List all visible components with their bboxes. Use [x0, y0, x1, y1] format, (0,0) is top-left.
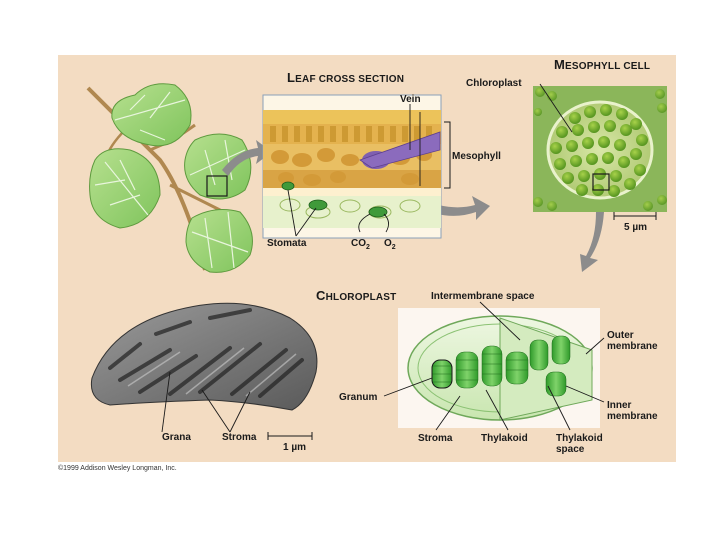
label-mesophyll: Mesophyll: [452, 151, 501, 162]
label-outer-membrane-line2: membrane: [607, 341, 658, 352]
label-inner-membrane: Inner membrane: [607, 400, 658, 422]
label-thylakoid-space-line2: space: [556, 444, 585, 455]
label-o2-subscript: 2: [391, 244, 396, 251]
label-scale-micrograph: 1 µm: [283, 442, 306, 453]
label-stomata: Stomata: [267, 238, 307, 249]
title-chloro-rest: HLOROPLAST: [325, 292, 397, 303]
label-granum: Granum: [339, 392, 378, 403]
label-inner-membrane-line1: Inner: [607, 400, 632, 411]
title-meso-initial: M: [554, 57, 566, 72]
copyright-notice: ©1999 Addison Wesley Longman, Inc.: [58, 465, 177, 472]
label-vein: Vein: [400, 94, 421, 105]
chloroplast-cutaway-illustration: [383, 301, 605, 431]
leaf-cross-section: [262, 94, 451, 239]
title-leaf-rest: EAF CROSS SECTION: [295, 74, 405, 85]
mesophyll-cell-micrograph: [533, 83, 667, 220]
label-stroma: Stroma: [418, 433, 453, 444]
label-co2: CO2: [351, 238, 370, 253]
label-intermembrane-space: Intermembrane space: [431, 291, 535, 302]
label-thylakoid: Thylakoid: [481, 433, 528, 444]
label-thylakoid-space-line1: Thylakoid: [556, 433, 603, 444]
label-chloroplast: Chloroplast: [466, 78, 522, 89]
title-leaf-initial: L: [287, 70, 296, 85]
title-leaf-cross-section: LEAF CROSS SECTION: [287, 70, 404, 85]
title-chloroplast: CHLOROPLAST: [316, 288, 396, 303]
label-grana: Grana: [162, 432, 191, 443]
label-o2-text: O: [384, 238, 392, 249]
label-thylakoid-space: Thylakoid space: [556, 433, 603, 455]
leaf-branch: [86, 83, 253, 273]
title-meso-rest: ESOPHYLL CELL: [565, 61, 651, 72]
chloroplast-electron-micrograph: [90, 302, 318, 440]
process-arrows: [222, 140, 604, 272]
label-inner-membrane-line2: membrane: [607, 411, 658, 422]
label-scale-micrograph-unit: µm: [291, 442, 306, 453]
label-scale-micrograph-number: 1: [283, 442, 289, 453]
label-co2-subscript: 2: [366, 244, 370, 251]
label-scale-cell-number: 5: [624, 222, 630, 233]
label-scale-cell-unit: µm: [632, 222, 647, 233]
title-chloro-initial: C: [316, 288, 326, 303]
label-outer-membrane-line1: Outer: [607, 330, 634, 341]
label-stroma-micrograph: Stroma: [222, 432, 257, 443]
label-o2: O2: [384, 238, 396, 253]
label-scale-cell: 5 µm: [624, 222, 647, 233]
label-outer-membrane: Outer membrane: [607, 330, 658, 352]
label-co2-text: CO: [351, 238, 366, 249]
title-mesophyll-cell: MESOPHYLL CELL: [554, 57, 650, 72]
